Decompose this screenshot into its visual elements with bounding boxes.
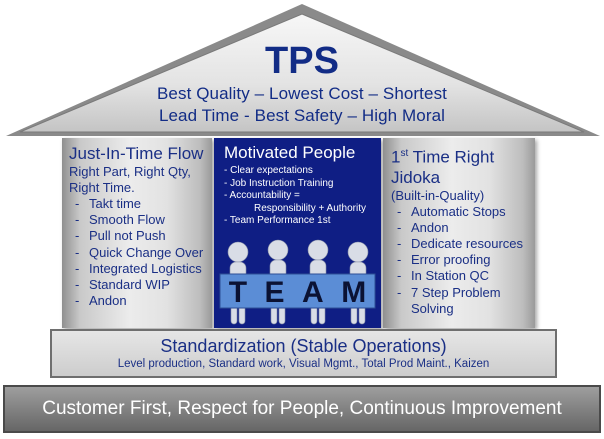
motivated-people-title: Motivated People (224, 143, 356, 162)
title-superscript: st (400, 148, 409, 159)
team-letter: T (228, 276, 248, 309)
motivated-people-panel: Motivated People - Clear expectations - … (214, 138, 381, 328)
jit-pillar-desc-1: Right Part, Right Qty, (69, 164, 191, 179)
principles-base: Customer First, Respect for People, Cont… (3, 385, 601, 433)
motivated-item: - Team Performance 1st (224, 215, 331, 226)
motivated-item: - Job Instruction Training (224, 177, 334, 189)
motivated-item: - Clear expectations (224, 165, 313, 176)
team-banner: T E A M (220, 276, 375, 309)
jidoka-pillar-list: Automatic Stops Andon Dedicate resources… (391, 204, 535, 301)
title-rest: Time Right (408, 147, 495, 167)
jit-item: Pull not Push (69, 228, 212, 244)
jidoka-item: Error proofing (391, 252, 535, 268)
standardization-foundation: Standardization (Stable Operations) Leve… (50, 329, 557, 378)
roof-title: TPS (265, 40, 339, 82)
jit-item: Andon (69, 293, 212, 309)
standardization-title: Standardization (Stable Operations) (160, 336, 447, 356)
team-letter: M (341, 276, 367, 309)
jit-pillar-list: Takt time Smooth Flow Pull not Push Quic… (69, 196, 212, 310)
jit-pillar: Just-In-Time Flow Right Part, Right Qty,… (62, 138, 212, 328)
team-figures-icon (219, 239, 376, 325)
jit-item: Quick Change Over (69, 245, 212, 261)
jit-pillar-desc-2: Right Time. (69, 180, 135, 195)
motivated-item: - Accountability = (224, 190, 300, 201)
jidoka-pillar-subtitle: Jidoka (391, 167, 441, 187)
standardization-subtitle: Level production, Standard work, Visual … (117, 358, 490, 370)
roof (6, 4, 600, 136)
jit-item: Standard WIP (69, 277, 212, 293)
jidoka-item-continuation: Solving (411, 300, 454, 316)
motivated-item: Responsibility + Authority (254, 202, 367, 214)
jidoka-pillar-desc: (Built-in-Quality) (391, 187, 485, 203)
jidoka-item: Automatic Stops (391, 204, 535, 220)
motivated-people-list: - Clear expectations - Job Instruction T… (214, 165, 381, 228)
jidoka-pillar-title: 1st Time Right (391, 144, 535, 168)
jidoka-item: 7 Step Problem (391, 285, 535, 301)
team-letter: A (302, 276, 324, 309)
jidoka-item: In Station QC (391, 268, 535, 284)
jit-pillar-title: Just-In-Time Flow (69, 144, 204, 163)
jidoka-item: Andon (391, 220, 535, 236)
title-prefix: 1 (391, 147, 401, 167)
jit-item: Takt time (69, 196, 212, 212)
jidoka-item: Dedicate resources (391, 236, 535, 252)
jit-item: Smooth Flow (69, 212, 212, 228)
jidoka-pillar: 1st Time Right Jidoka (Built-in-Quality)… (383, 138, 535, 328)
roof-goals-line-2: Lead Time - Best Safety – High Moral (158, 106, 446, 125)
team-letter: E (264, 276, 285, 309)
jit-item: Integrated Logistics (69, 261, 212, 277)
roof-goals-line-1: Best Quality – Lowest Cost – Shortest (156, 84, 447, 103)
